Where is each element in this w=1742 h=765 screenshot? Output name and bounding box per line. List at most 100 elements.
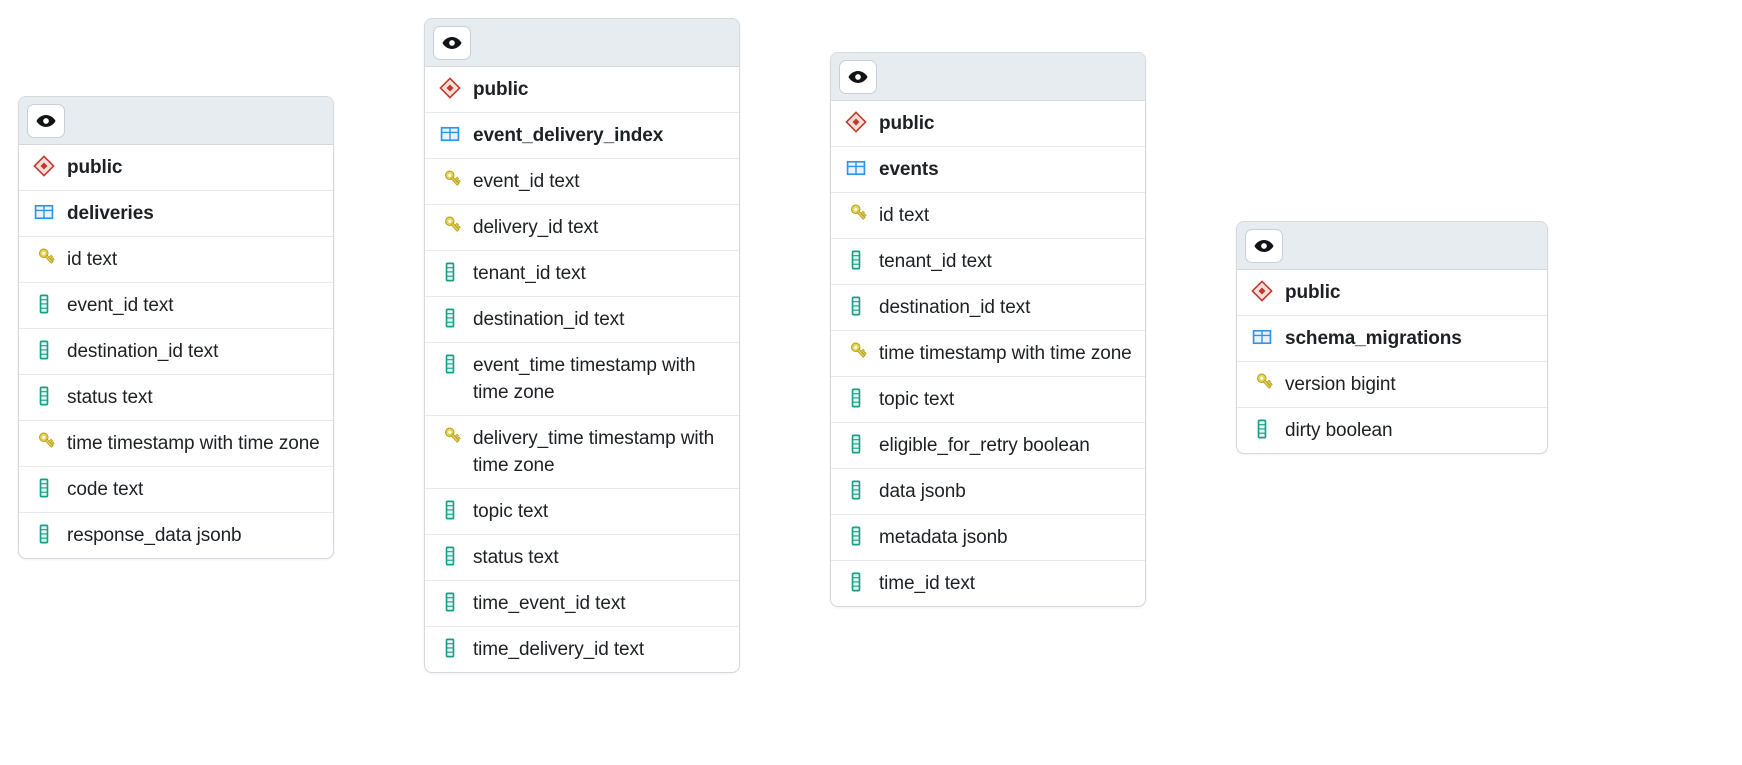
column-icon-glyph [851, 572, 861, 592]
column-row-label: version bigint [1285, 374, 1396, 395]
column-row-label: tenant_id text [879, 251, 992, 272]
column-icon-glyph [445, 592, 455, 612]
table-card-schema_migrations[interactable]: public schema_migrations version bigint … [1236, 221, 1548, 454]
column-row-label: time_event_id text [473, 593, 626, 614]
column-row[interactable]: id text [831, 193, 1145, 239]
table-name-row[interactable]: event_delivery_index [425, 113, 739, 159]
column-row[interactable]: version bigint [1237, 362, 1547, 408]
schema-row[interactable]: public [425, 67, 739, 113]
column-row-label: data jsonb [879, 481, 966, 502]
schema-row-label: public [879, 113, 935, 134]
column-icon-glyph [39, 524, 49, 544]
schema-row[interactable]: public [831, 101, 1145, 147]
primary-key-icon [439, 426, 461, 448]
column-row[interactable]: time timestamp with time zone [831, 331, 1145, 377]
eye-icon[interactable] [433, 25, 471, 60]
column-row-label: destination_id text [879, 297, 1031, 318]
column-icon-glyph [445, 500, 455, 520]
primary-key-icon-glyph [444, 170, 461, 186]
column-icon [33, 339, 55, 361]
column-row[interactable]: event_id text [19, 283, 333, 329]
table-card-deliveries[interactable]: public deliveries id text event_id text … [18, 96, 334, 559]
column-row[interactable]: destination_id text [831, 285, 1145, 331]
column-row[interactable]: destination_id text [425, 297, 739, 343]
column-icon-glyph [445, 354, 455, 374]
column-row[interactable]: status text [19, 375, 333, 421]
primary-key-icon [845, 341, 867, 363]
eye-icon[interactable] [1245, 228, 1283, 263]
schema-row[interactable]: public [19, 145, 333, 191]
column-icon [33, 477, 55, 499]
column-row-label: eligible_for_retry boolean [879, 435, 1090, 456]
schema-diamond-icon [439, 77, 461, 99]
table-grid-icon-glyph [846, 160, 866, 176]
table-name-row-label: schema_migrations [1285, 328, 1462, 349]
column-row-label: topic text [473, 501, 549, 522]
column-row-label: status text [67, 387, 153, 408]
column-icon [845, 433, 867, 455]
column-row[interactable]: time timestamp with time zone [19, 421, 333, 467]
column-icon [845, 525, 867, 547]
card-header [1237, 222, 1547, 270]
column-icon-glyph [851, 250, 861, 270]
column-icon [845, 479, 867, 501]
column-row[interactable]: topic text [425, 489, 739, 535]
column-row[interactable]: data jsonb [831, 469, 1145, 515]
primary-key-icon [439, 215, 461, 237]
column-row[interactable]: id text [19, 237, 333, 283]
schema-row[interactable]: public [1237, 270, 1547, 316]
column-row[interactable]: event_id text [425, 159, 739, 205]
column-icon [845, 571, 867, 593]
column-row[interactable]: delivery_id text [425, 205, 739, 251]
column-row-label: delivery_time timestamp with time zone [473, 428, 715, 476]
column-icon [439, 591, 461, 613]
column-icon-glyph [39, 340, 49, 360]
table-name-row-label: deliveries [67, 203, 154, 224]
primary-key-icon-glyph [444, 216, 461, 232]
schema-row-label: public [1285, 282, 1341, 303]
column-icon [439, 545, 461, 567]
table-grid-icon [845, 157, 867, 179]
column-row[interactable]: time_id text [831, 561, 1145, 606]
primary-key-icon-glyph [1256, 373, 1273, 389]
column-row[interactable]: topic text [831, 377, 1145, 423]
column-icon-glyph [851, 296, 861, 316]
column-icon [439, 637, 461, 659]
column-row[interactable]: eligible_for_retry boolean [831, 423, 1145, 469]
column-row[interactable]: code text [19, 467, 333, 513]
column-icon [33, 523, 55, 545]
column-row[interactable]: response_data jsonb [19, 513, 333, 558]
schema-diamond-icon [845, 111, 867, 133]
column-row[interactable]: metadata jsonb [831, 515, 1145, 561]
column-row[interactable]: tenant_id text [425, 251, 739, 297]
column-row[interactable]: status text [425, 535, 739, 581]
column-row[interactable]: event_time timestamp with time zone [425, 343, 739, 416]
eye-icon[interactable] [839, 59, 877, 94]
column-row-label: time timestamp with time zone [67, 433, 320, 454]
column-row[interactable]: tenant_id text [831, 239, 1145, 285]
table-card-event_delivery_index[interactable]: public event_delivery_index event_id tex… [424, 18, 740, 673]
table-card-events[interactable]: public events id text tenant_id text des… [830, 52, 1146, 607]
column-row-label: id text [879, 205, 929, 226]
column-row-label: time_id text [879, 573, 975, 594]
column-row[interactable]: time_delivery_id text [425, 627, 739, 672]
table-name-row[interactable]: schema_migrations [1237, 316, 1547, 362]
schema-row-label: public [67, 157, 123, 178]
column-row[interactable]: delivery_time timestamp with time zone [425, 416, 739, 489]
primary-key-icon-glyph [38, 432, 55, 448]
column-row[interactable]: time_event_id text [425, 581, 739, 627]
column-icon [845, 387, 867, 409]
column-row[interactable]: dirty boolean [1237, 408, 1547, 453]
table-name-row[interactable]: deliveries [19, 191, 333, 237]
schema-diamond-icon-glyph [33, 155, 55, 177]
column-icon-glyph [39, 294, 49, 314]
table-name-row[interactable]: events [831, 147, 1145, 193]
schema-diamond-icon [33, 155, 55, 177]
schema-diamond-icon [1251, 280, 1273, 302]
eye-icon-glyph [1254, 239, 1274, 252]
primary-key-icon [845, 203, 867, 225]
eye-icon[interactable] [27, 103, 65, 138]
column-icon [439, 261, 461, 283]
column-row-label: status text [473, 547, 559, 568]
column-row[interactable]: destination_id text [19, 329, 333, 375]
